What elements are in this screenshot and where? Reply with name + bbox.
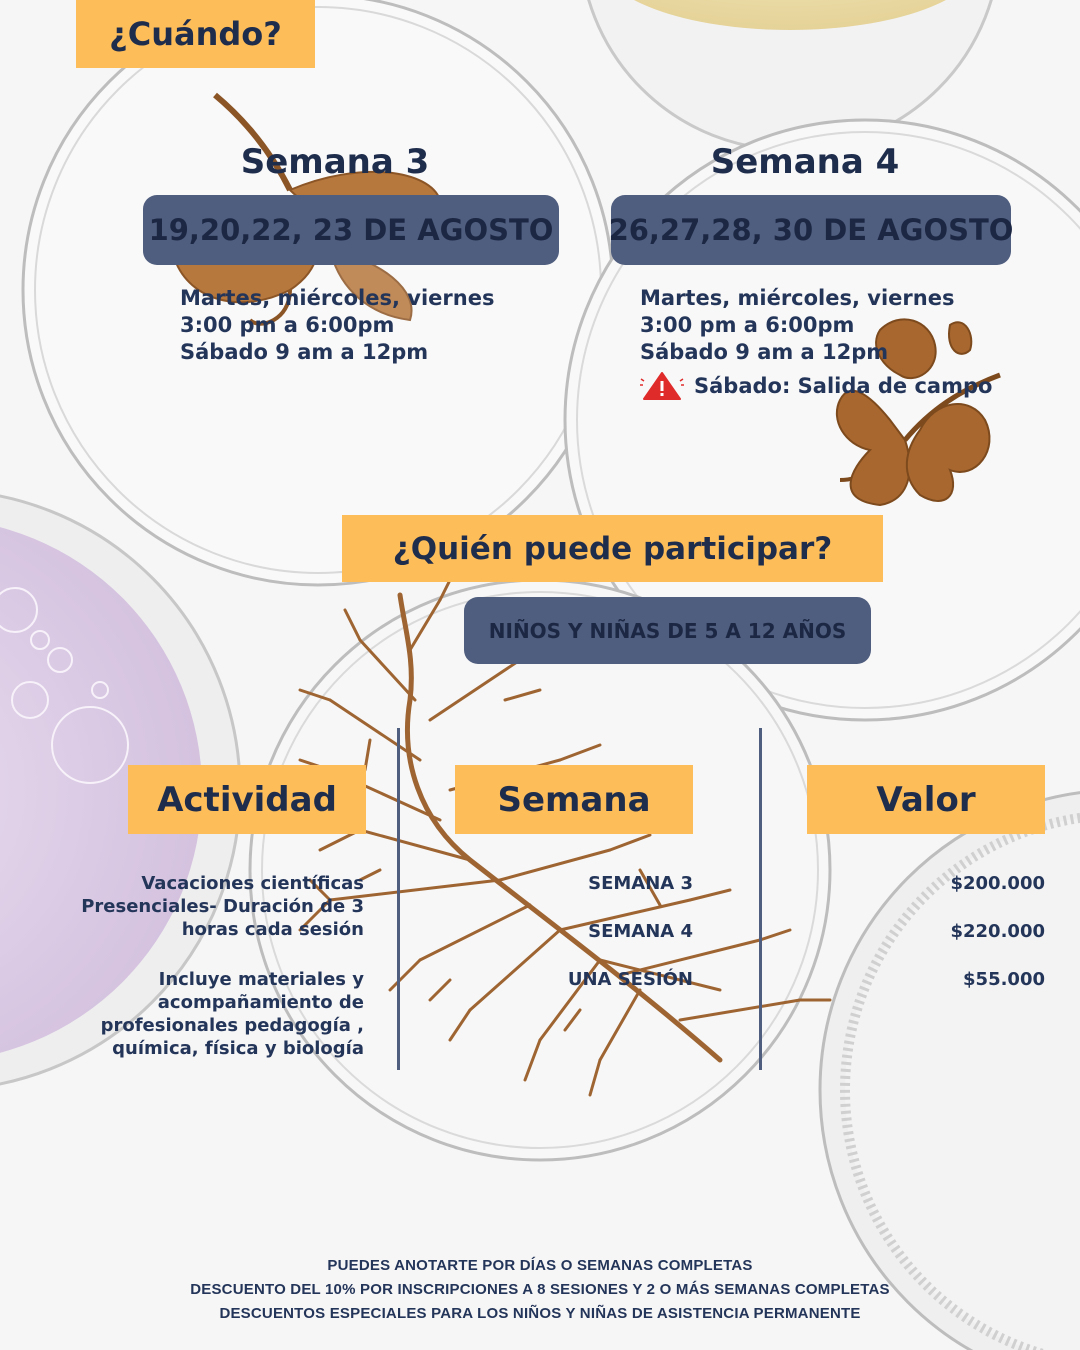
warning-text: Sábado: Salida de campo [694, 373, 993, 398]
header-week: Semana [455, 765, 693, 834]
field-trip-warning: Sábado: Salida de campo [640, 371, 992, 401]
week3-schedule-line: Martes, miércoles, viernes [180, 286, 495, 310]
week3-schedule: Martes, miércoles, viernes 3:00 pm a 6:0… [180, 285, 494, 366]
activity-line: horas cada sesión [181, 919, 364, 940]
week3-title: Semana 3 [240, 142, 430, 182]
week4-dates-pill: 26,27,28, 30 DE AGOSTO [609, 195, 1013, 265]
week3-dates-pill: 19,20,22, 23 DE AGOSTO [143, 195, 559, 265]
activity-line: acompañamiento de [157, 992, 364, 1013]
ages-pill: NIÑOS Y NIÑAS DE 5 A 12 AÑOS [464, 597, 871, 664]
price-cell: $55.000 [963, 969, 1045, 990]
week4-title: Semana 4 [710, 142, 900, 182]
activity-line: Vacaciones científicas [141, 873, 364, 894]
footer-notes: PUEDES ANOTARTE POR DÍAS O SEMANAS COMPL… [0, 1254, 1080, 1326]
warning-icon [640, 372, 684, 400]
activity-line: Presenciales- Duración de 3 [81, 896, 364, 917]
week4-schedule-line: Sábado 9 am a 12pm [640, 340, 889, 364]
activity-line: profesionales pedagogía , [100, 1015, 364, 1036]
price-cell: $220.000 [950, 921, 1045, 942]
week4-schedule: Martes, miércoles, viernes 3:00 pm a 6:0… [640, 285, 992, 401]
activity-description: Vacaciones científicas Presenciales- Dur… [40, 872, 364, 941]
footer-line: DESCUENTOS ESPECIALES PARA LOS NIÑOS Y N… [219, 1305, 861, 1322]
when-heading: ¿Cuándo? [76, 0, 315, 68]
activity-line: química, física y biología [112, 1038, 364, 1059]
parsley-illustration [835, 318, 1001, 507]
header-value: Valor [807, 765, 1045, 834]
week4-schedule-line: Martes, miércoles, viernes [640, 286, 955, 310]
week-cell: SEMANA 4 [588, 921, 693, 942]
header-activity: Actividad [128, 765, 366, 834]
footer-line: DESCUENTO DEL 10% POR INSCRIPCIONES A 8 … [190, 1281, 890, 1298]
activity-includes: Incluye materiales y acompañamiento de p… [40, 968, 364, 1060]
week-cell: SEMANA 3 [588, 873, 693, 894]
activity-line: Incluye materiales y [158, 969, 364, 990]
footer-line: PUEDES ANOTARTE POR DÍAS O SEMANAS COMPL… [327, 1257, 753, 1274]
week4-schedule-line: 3:00 pm a 6:00pm [640, 313, 855, 337]
table-divider [397, 728, 400, 1070]
table-divider [759, 728, 762, 1070]
price-cell: $200.000 [950, 873, 1045, 894]
week3-schedule-line: Sábado 9 am a 12pm [180, 340, 429, 364]
foam-dish [818, 791, 1080, 1350]
who-heading: ¿Quién puede participar? [342, 515, 883, 582]
week3-schedule-line: 3:00 pm a 6:00pm [180, 313, 395, 337]
week-cell: UNA SESIÓN [567, 969, 693, 990]
